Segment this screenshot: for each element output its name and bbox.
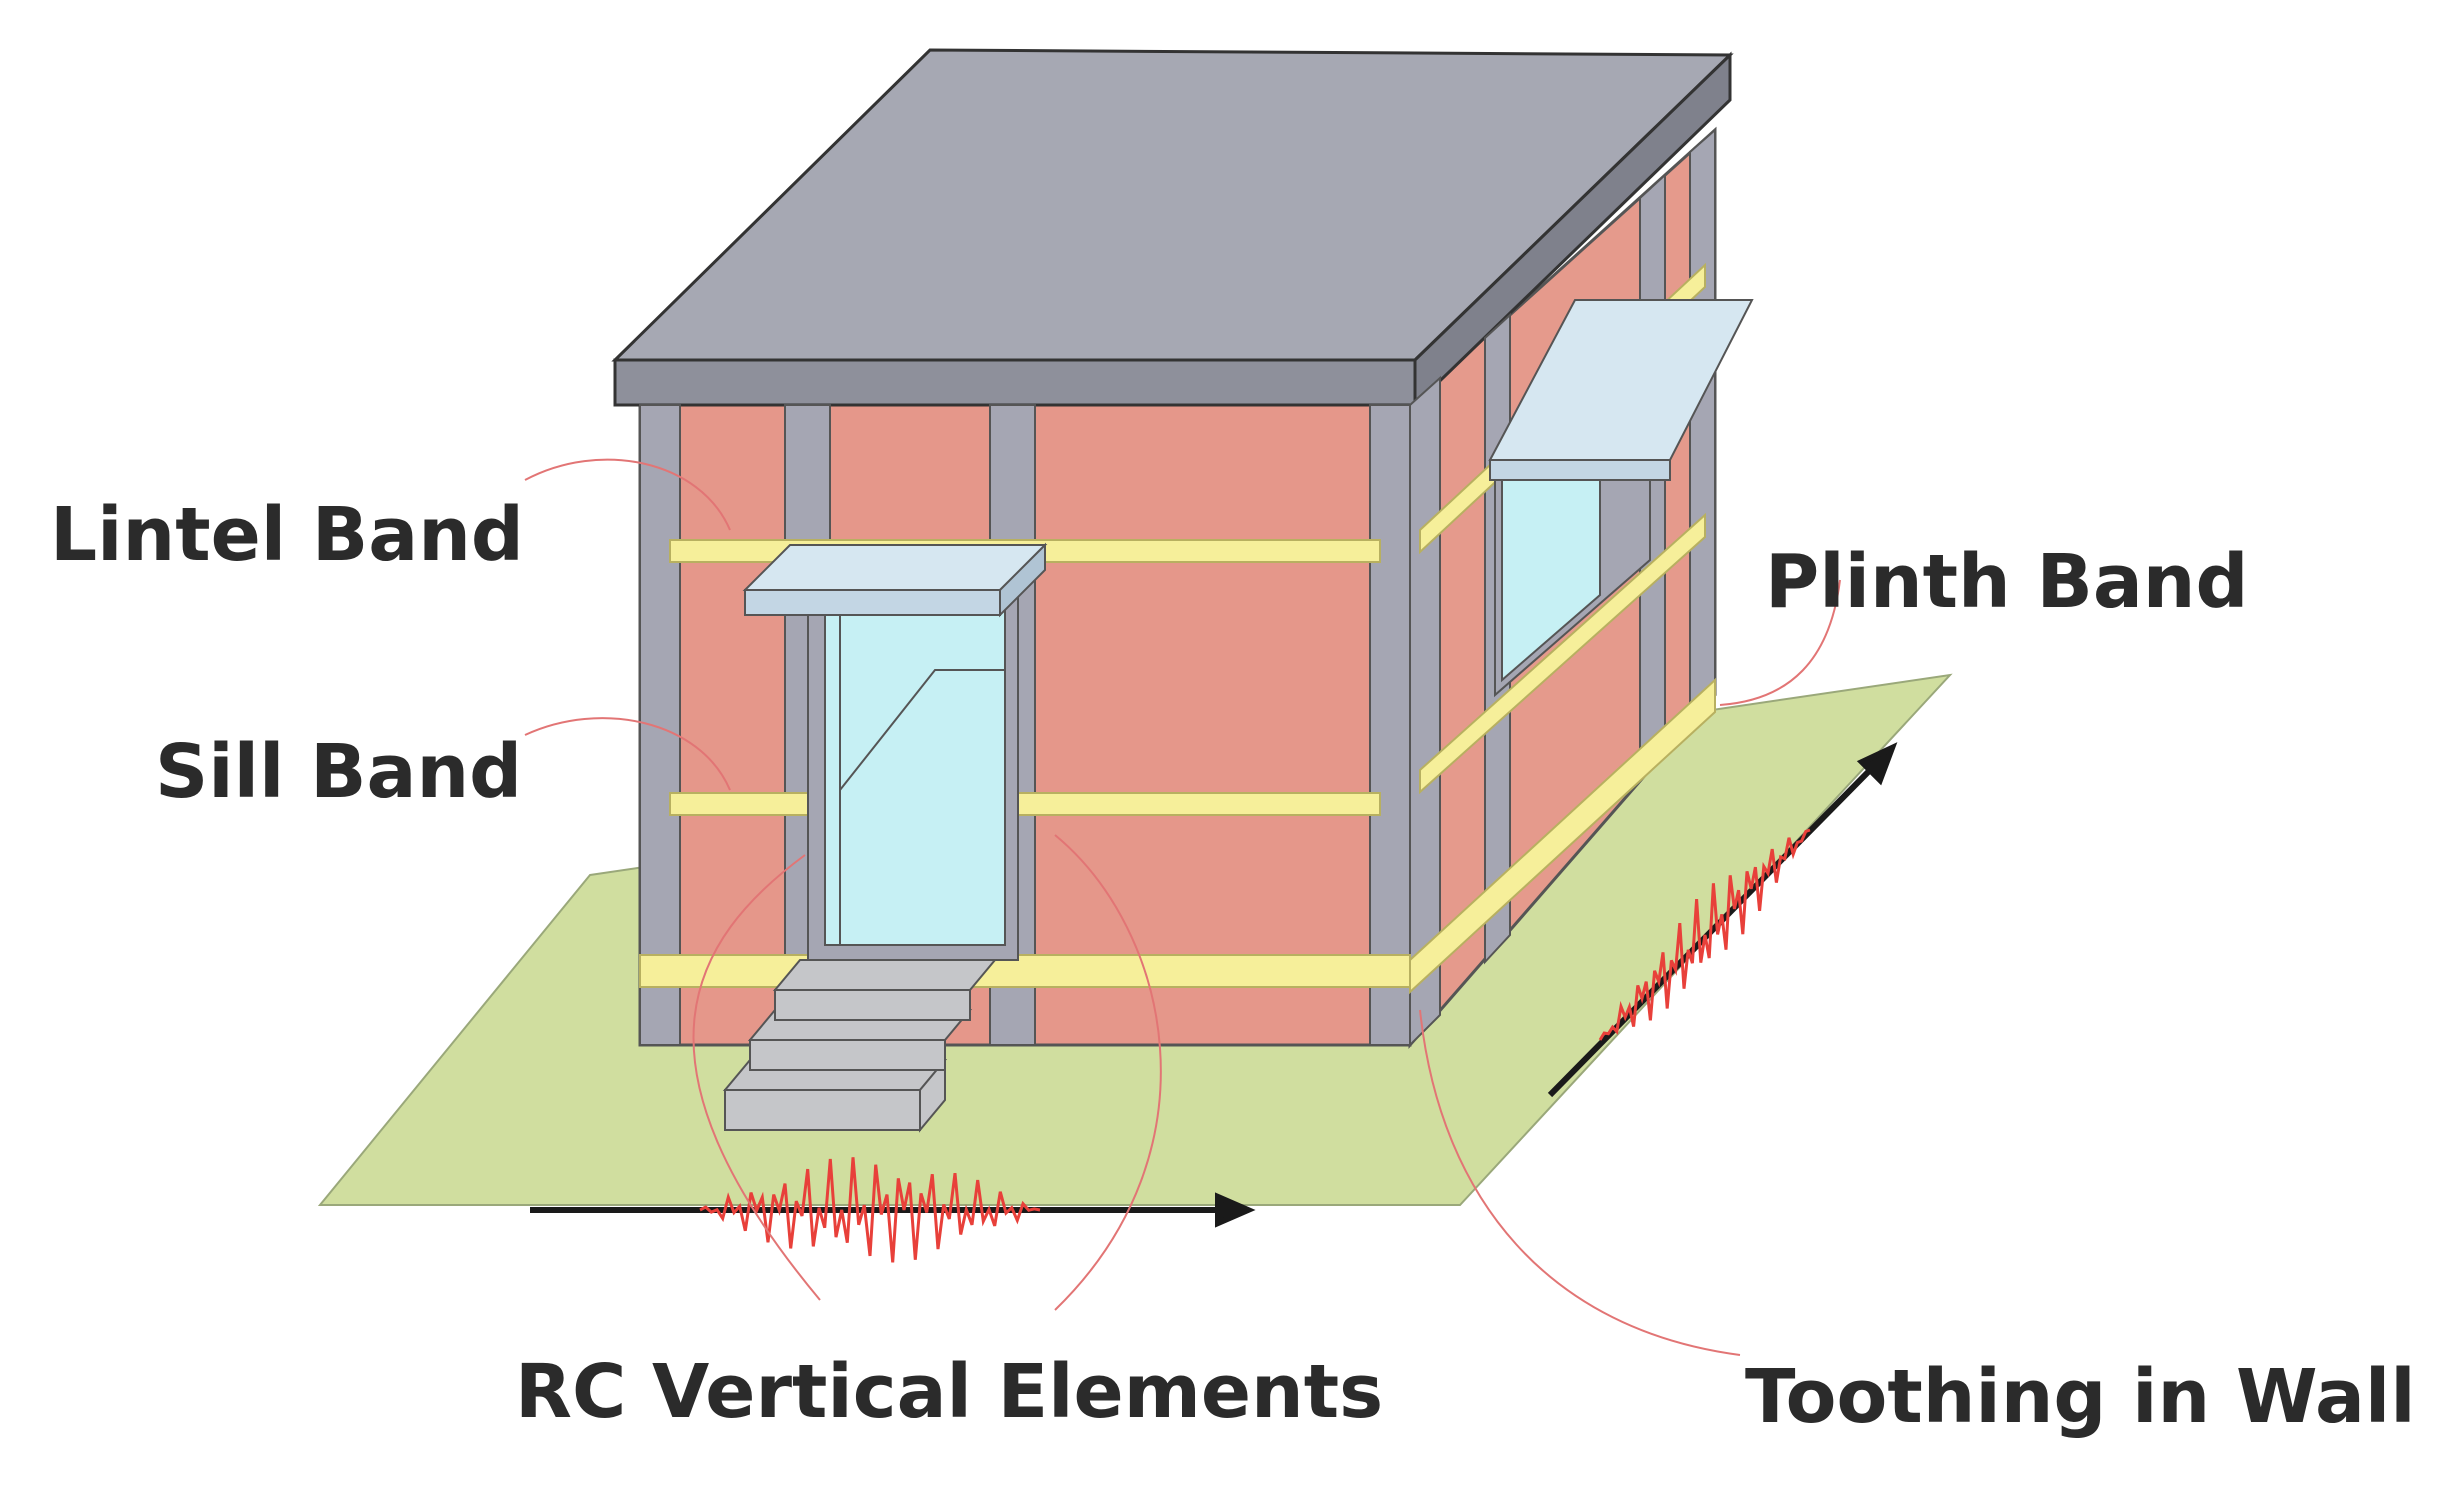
rc-vertical-elements-label: RC Vertical Elements [515,1349,1384,1435]
roof-slab-side-edge [1413,51,1732,409]
roof-slab-front-edge [613,358,1417,407]
sill-band-side [1419,512,1706,795]
plinth-band-front [639,954,1411,988]
door [807,569,1019,961]
side-arrow-line [1547,762,1878,1098]
toothing-in-wall-label: Toothing in Wall [1745,1354,2416,1440]
lintel-band-label: Lintel Band [50,492,524,578]
sill-band-label: Sill Band [155,729,523,815]
rc-leader-right [1054,834,1162,1311]
door-sunshade [742,544,1048,591]
ground-motion-arrows [530,742,1898,1228]
lintel-leader [524,458,731,531]
plinth-band-side [1409,677,1716,995]
sill-band-front [669,792,1381,816]
sill-leader [524,717,731,791]
front-seismic-wave [699,1157,1041,1263]
side-seismic-wave [1598,828,1811,1041]
leader-lines [524,458,1841,1356]
entrance-steps [722,959,998,1133]
plinth-band-label: Plinth Band [1765,539,2249,625]
door-glass [824,599,1006,946]
side-arrow-head [1856,742,1898,786]
rc-leader-left [692,854,821,1301]
front-arrow-head [1215,1192,1256,1228]
seismic-waves [699,828,1811,1263]
plinth-leader [1719,579,1841,706]
toothing-leader [1419,1009,1741,1356]
